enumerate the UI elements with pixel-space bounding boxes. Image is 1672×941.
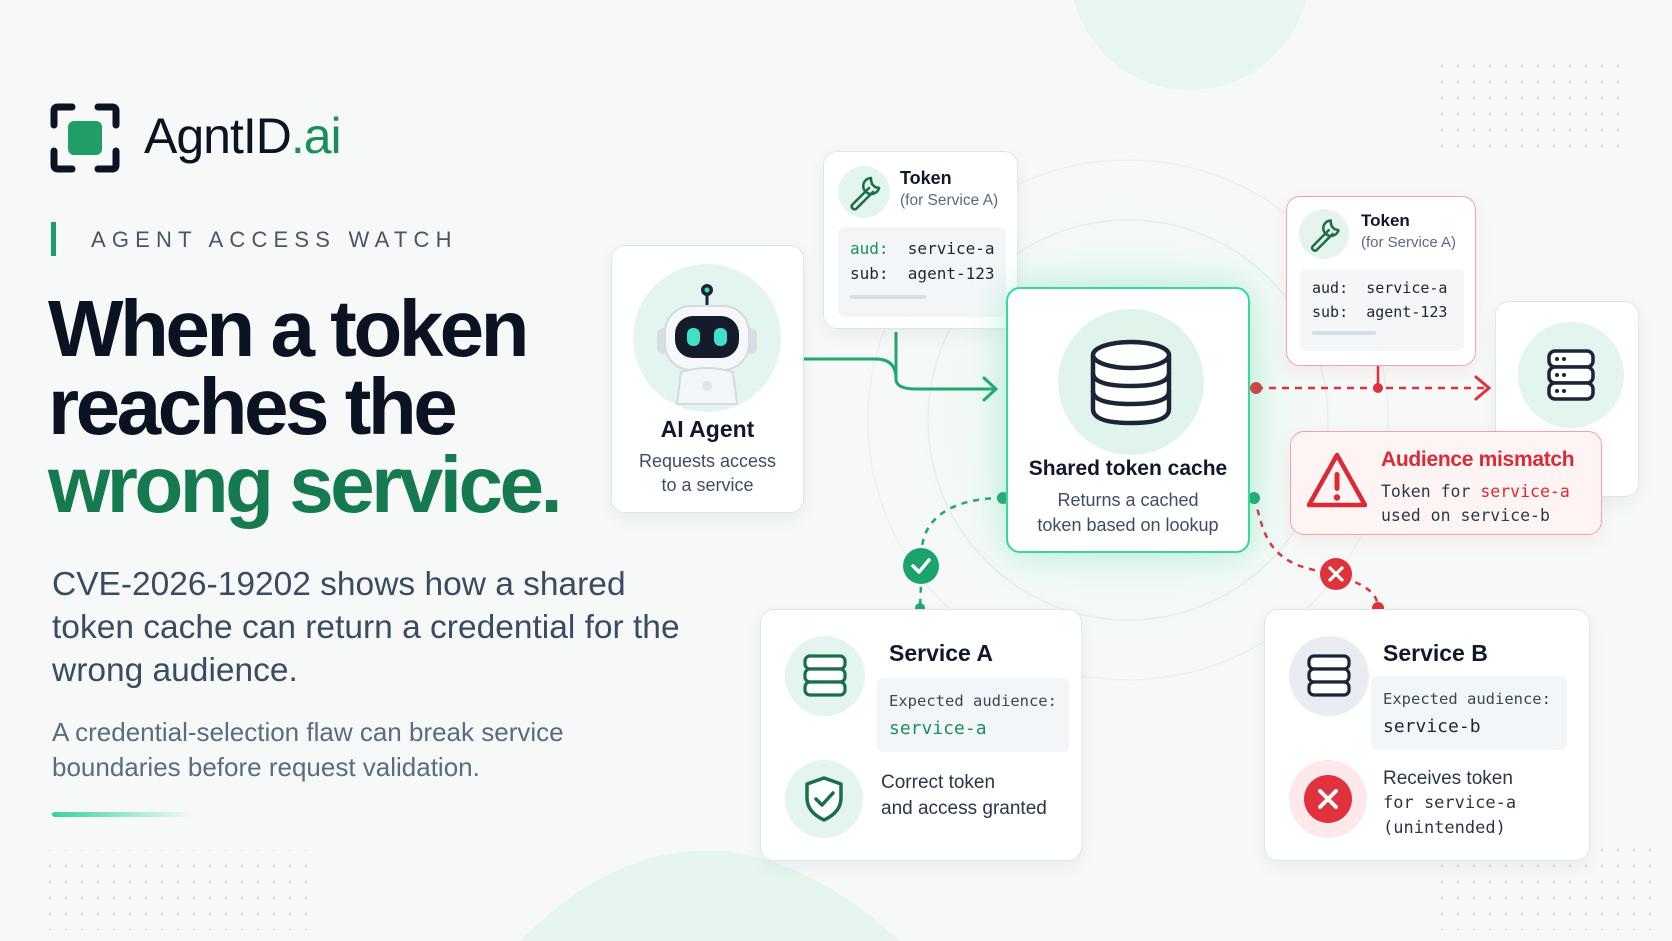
service-a-expected-audience: Expected audience: service-a [877, 678, 1069, 752]
decorative-underline [52, 812, 192, 817]
claim-sub: sub: agent-123 [1312, 303, 1448, 321]
service-b-icon-circle [1289, 636, 1369, 716]
ai-agent-card: AI Agent Requests access to a service [611, 245, 804, 513]
logo-icon [50, 103, 120, 173]
placeholder-bar [1312, 331, 1376, 335]
service-a-status-circle [785, 760, 863, 838]
alert-line-2: used on service-b [1381, 506, 1550, 525]
token-claims: aud: service-a sub: agent-123 [1300, 269, 1464, 351]
cache-description: Returns a cached token based on lookup [1037, 490, 1219, 535]
token-title: Token [1361, 211, 1410, 230]
database-icon [1090, 339, 1172, 426]
shield-check-icon [805, 776, 843, 822]
headline-line-3: wrong service. [48, 440, 563, 529]
service-b-expected-audience: Expected audience: service-b [1371, 676, 1567, 750]
wrench-icon [1310, 219, 1340, 252]
server-icon [803, 654, 847, 697]
server-icon [1547, 349, 1595, 401]
headline-line-1: When a token [48, 284, 530, 373]
service-a-card: Service A Expected audience: service-a C… [760, 609, 1082, 861]
headline-line-2: reaches the [48, 362, 458, 451]
claim-aud: aud: service-a [850, 239, 995, 258]
warning-icon [1306, 452, 1368, 508]
brand-name: AgntID.ai [144, 108, 342, 164]
service-a-status: Correct token and access granted [881, 772, 1047, 819]
agent-title: AI Agent [660, 416, 755, 442]
token-icon-circle [1299, 209, 1349, 259]
token-title: Token [900, 168, 952, 188]
headline: When a token reaches the wrong service. [48, 284, 563, 529]
token-card-misrouted: Token (for Service A) aud: service-a sub… [1286, 196, 1476, 366]
check-icon [903, 548, 939, 584]
close-icon [1304, 775, 1352, 823]
close-icon [1320, 558, 1352, 590]
robot-icon [657, 284, 757, 405]
alert-title: Audience mismatch [1381, 448, 1575, 471]
eyebrow-accent-bar [51, 222, 56, 256]
server-icon [1307, 654, 1351, 697]
cache-title: Shared token cache [1028, 457, 1228, 480]
token-card-service-a: Token (for Service A) aud: service-a sub… [823, 151, 1018, 329]
service-b-title: Service B [1383, 640, 1488, 666]
claim-sub: sub: agent-123 [850, 264, 995, 283]
service-b-status-circle [1289, 760, 1367, 838]
token-claims: aud: service-a sub: agent-123 [838, 227, 1006, 317]
service-b-card: Service B Expected audience: service-b R… [1264, 609, 1590, 861]
token-icon-circle [838, 166, 890, 218]
sub-paragraph: A credential-selection flaw can break se… [52, 717, 564, 782]
lead-paragraph: CVE-2026-19202 shows how a shared token … [52, 566, 680, 689]
service-a-title: Service A [889, 640, 993, 666]
shared-token-cache-card: Shared token cache Returns a cached toke… [1006, 287, 1250, 553]
agent-description: Requests access to a service [638, 451, 777, 495]
placeholder-bar [850, 295, 926, 299]
service-a-icon-circle [785, 636, 865, 716]
token-subtitle: (for Service A) [1361, 234, 1457, 251]
alert-line-1: Token for service-a [1381, 482, 1570, 501]
eyebrow-label: AGENT ACCESS WATCH [91, 227, 458, 252]
wrench-icon [850, 176, 881, 211]
claim-aud: aud: service-a [1312, 279, 1448, 297]
cache-icon-circle [1058, 309, 1204, 455]
service-b-status: Receives token for service-a (unintended… [1383, 768, 1517, 838]
agent-avatar-circle [633, 264, 781, 412]
token-subtitle: (for Service A) [900, 192, 999, 209]
server-icon-circle [1518, 322, 1624, 428]
audience-mismatch-alert: Audience mismatch Token for service-a us… [1290, 431, 1602, 535]
